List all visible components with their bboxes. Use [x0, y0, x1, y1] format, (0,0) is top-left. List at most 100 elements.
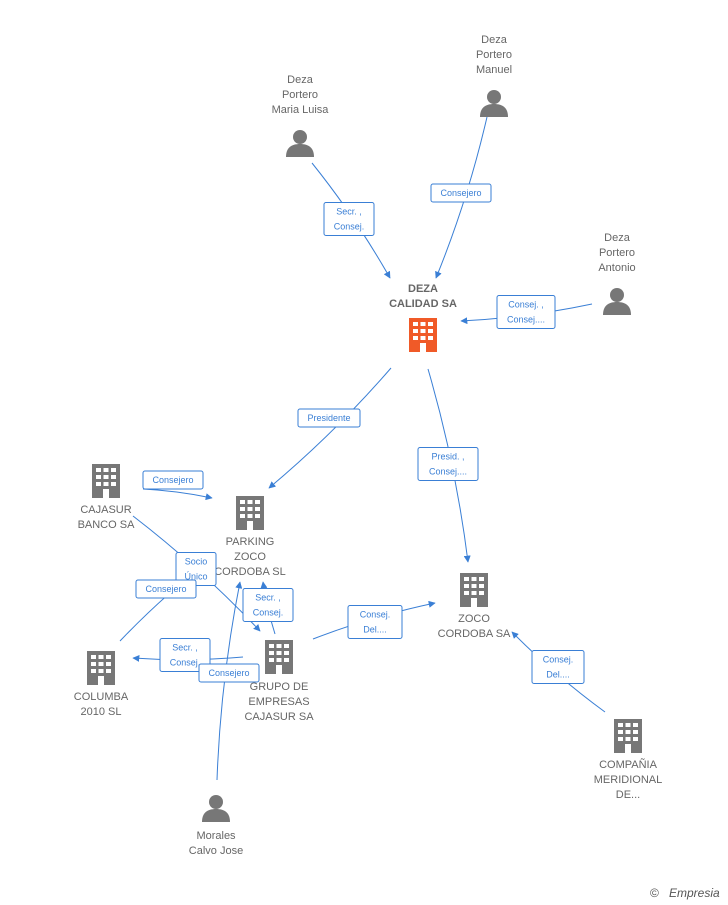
edge-label-box	[531, 650, 585, 684]
edge-label-box	[242, 588, 294, 622]
edge-label-text: Consejero	[152, 475, 193, 485]
edge-label[interactable]: Consej. Del....	[347, 605, 403, 639]
node-label: ZOCO	[458, 613, 490, 625]
edge-cajasur-banco-to-parking-zoco	[142, 488, 213, 501]
node-label: CAJASUR	[80, 504, 131, 516]
edge-deza-calidad-to-parking-zoco	[268, 367, 392, 489]
node-label: Calvo Jose	[189, 845, 243, 857]
edge-label[interactable]: Secr. , Consej.	[242, 588, 294, 622]
person-icon	[202, 795, 230, 822]
edge-label[interactable]: Consejero	[142, 470, 204, 490]
node-label: Antonio	[598, 262, 635, 274]
node-zoco-cordoba[interactable]: ZOCO CORDOBA SA	[438, 573, 511, 640]
edge-label-text: Consej. ,	[508, 300, 544, 310]
node-label: EMPRESAS	[248, 696, 309, 708]
edge-label-text: Consej.	[253, 608, 284, 618]
node-label: PARKING	[226, 536, 275, 548]
node-grupo-cajasur[interactable]: GRUPO DE EMPRESAS CAJASUR SA	[244, 640, 314, 723]
node-label: Deza	[481, 34, 508, 46]
edge-label-text: Socio	[185, 557, 208, 567]
edge-label-text: Consejero	[145, 584, 186, 594]
company-icon	[265, 640, 293, 674]
edge-label-text: Consej.	[170, 658, 201, 668]
edge-label-text: Secr. ,	[172, 643, 198, 653]
node-label: CORDOBA SL	[214, 566, 286, 578]
edge-label[interactable]: Secr. , Consej.	[159, 638, 211, 672]
company-icon	[236, 496, 264, 530]
edge-label-box	[417, 447, 479, 481]
edge-label[interactable]: Consejero	[198, 663, 260, 683]
edge-label[interactable]: Consej. Del....	[531, 650, 585, 684]
edge-label-box	[142, 470, 204, 490]
node-label: Portero	[476, 49, 512, 61]
node-label: CAJASUR SA	[244, 711, 314, 723]
company-icon	[460, 573, 488, 607]
edge-label-box	[347, 605, 403, 639]
edge-label-text: Secr. ,	[336, 207, 362, 217]
edge-label[interactable]: Consejero	[430, 183, 492, 203]
node-label: Manuel	[476, 64, 512, 76]
node-parking-zoco[interactable]: PARKING ZOCO CORDOBA SL	[214, 496, 286, 578]
edge-label-box	[159, 638, 211, 672]
edge-label[interactable]: Presidente	[297, 408, 361, 428]
node-label: COMPAÑIA	[599, 758, 658, 771]
node-label: Maria Luisa	[272, 104, 330, 116]
edge-label[interactable]: Consej. , Consej....	[496, 295, 556, 329]
edge-label-box	[198, 663, 260, 683]
edge-label-text: Del....	[546, 670, 570, 680]
edge-label-text: Del....	[363, 625, 387, 635]
edge-label-text: Consej.	[360, 610, 391, 620]
company-icon	[92, 464, 120, 498]
edge-label[interactable]: Presid. , Consej....	[417, 447, 479, 481]
person-icon	[480, 90, 508, 117]
person-icon	[286, 130, 314, 157]
edge-label-box	[297, 408, 361, 428]
node-label: GRUPO DE	[250, 681, 309, 693]
edge-label-text: Consej.	[543, 655, 574, 665]
edge-label-box	[135, 579, 197, 599]
node-label: DEZA	[408, 283, 438, 295]
node-compania-meridional[interactable]: COMPAÑIA MERIDIONAL DE...	[594, 719, 662, 801]
edge-label[interactable]: Secr. , Consej.	[323, 202, 375, 236]
edge-label-text: Único	[184, 572, 207, 582]
edge-label-text: Secr. ,	[255, 593, 281, 603]
brand-logo[interactable]: © Empresia	[650, 886, 720, 900]
edge-label-text: Presid. ,	[431, 452, 464, 462]
node-label: Portero	[282, 89, 318, 101]
node-label: COLUMBA	[74, 691, 129, 703]
edge-label-text: Consej....	[507, 315, 545, 325]
edge-label-text: Consej.	[334, 222, 365, 232]
node-label: DE...	[616, 789, 640, 801]
company-icon	[614, 719, 642, 753]
edge-label-box	[496, 295, 556, 329]
node-deza-calidad[interactable]: DEZA CALIDAD SA	[389, 283, 457, 352]
edge-label-box	[323, 202, 375, 236]
brand-name: Empresia	[669, 886, 720, 900]
edge-label-text: Consejero	[440, 188, 481, 198]
edge-label-text: Consejero	[208, 668, 249, 678]
node-label: CALIDAD SA	[389, 298, 457, 310]
copyright-icon: ©	[650, 886, 659, 900]
node-label: Deza	[287, 74, 314, 86]
node-label: Morales	[196, 830, 236, 842]
company-icon	[87, 651, 115, 685]
node-label: Deza	[604, 232, 631, 244]
edge-label[interactable]: Consejero	[135, 579, 197, 599]
edge-label-box	[430, 183, 492, 203]
edge-label-text: Consej....	[429, 467, 467, 477]
node-label: Portero	[599, 247, 635, 259]
edge-label-text: Presidente	[307, 413, 350, 423]
person-icon	[603, 288, 631, 315]
node-label: CORDOBA SA	[438, 628, 511, 640]
company-icon	[409, 318, 437, 352]
node-label: ZOCO	[234, 551, 266, 563]
node-label: MERIDIONAL	[594, 774, 662, 786]
